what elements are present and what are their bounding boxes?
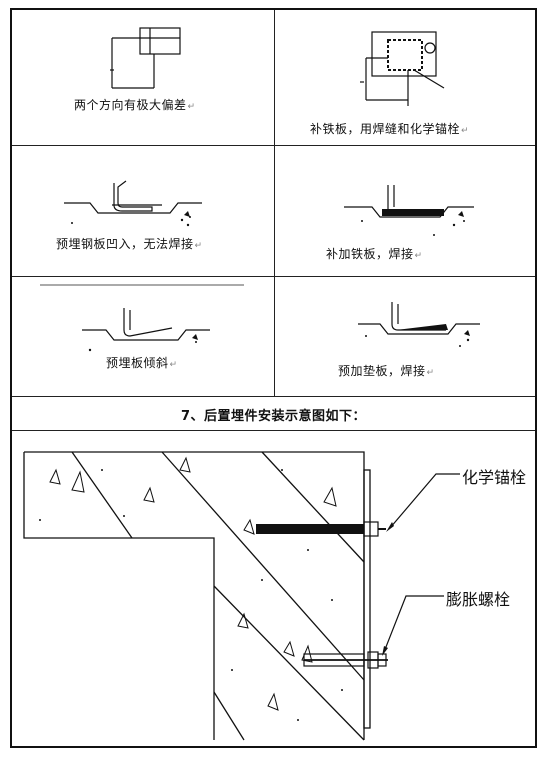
diagram-large-deviation [110,27,181,89]
diagram-add-shim-plate [358,302,480,347]
row-divider [12,145,535,146]
row-divider [12,430,535,431]
caption: 补铁板，用焊缝和化学锚栓↵ [310,122,470,136]
cell-large-deviation: 两个方向有极大偏差↵ [12,10,274,145]
cell-add-iron-plate-anchor: 补铁板，用焊缝和化学锚栓↵ [274,10,539,145]
cell-recessed-plate: 预埋钢板凹入，无法焊接↵ [12,145,274,276]
row-divider [12,396,535,397]
diagram-add-iron-plate-anchor [360,31,445,106]
diagram-add-iron-plate-weld [344,185,474,236]
installation-diagram [23,451,460,741]
caption: 补加铁板，焊接↵ [326,247,423,261]
section-title: 7、后置埋件安装示意图如下： [180,409,367,424]
document-table: 两个方向有极大偏差↵ 补铁板，用焊缝和化学锚栓↵ [10,8,537,748]
caption: 预埋板倾斜↵ [106,356,178,370]
caption: 预埋钢板凹入，无法焊接↵ [56,237,203,251]
caption: 两个方向有极大偏差↵ [74,98,196,112]
cell-add-iron-plate-weld: 补加铁板，焊接↵ [274,145,539,276]
diagram-tilted-plate [40,284,244,352]
chemical-anchor-label: 化学锚栓 [462,468,527,487]
chemical-anchor-rod [256,524,364,534]
cell-add-shim-plate: 预加垫板，焊接↵ [274,276,539,396]
diagram-recessed-plate [64,180,202,227]
row-divider [12,276,535,277]
post-embedded-part-diagram: 化学锚栓 膨胀螺栓 [12,430,539,748]
caption: 预加垫板，焊接↵ [338,364,435,378]
column-divider [274,10,275,396]
cell-tilted-plate: 预埋板倾斜↵ [12,276,274,396]
expansion-bolt-label: 膨胀螺栓 [446,590,511,609]
